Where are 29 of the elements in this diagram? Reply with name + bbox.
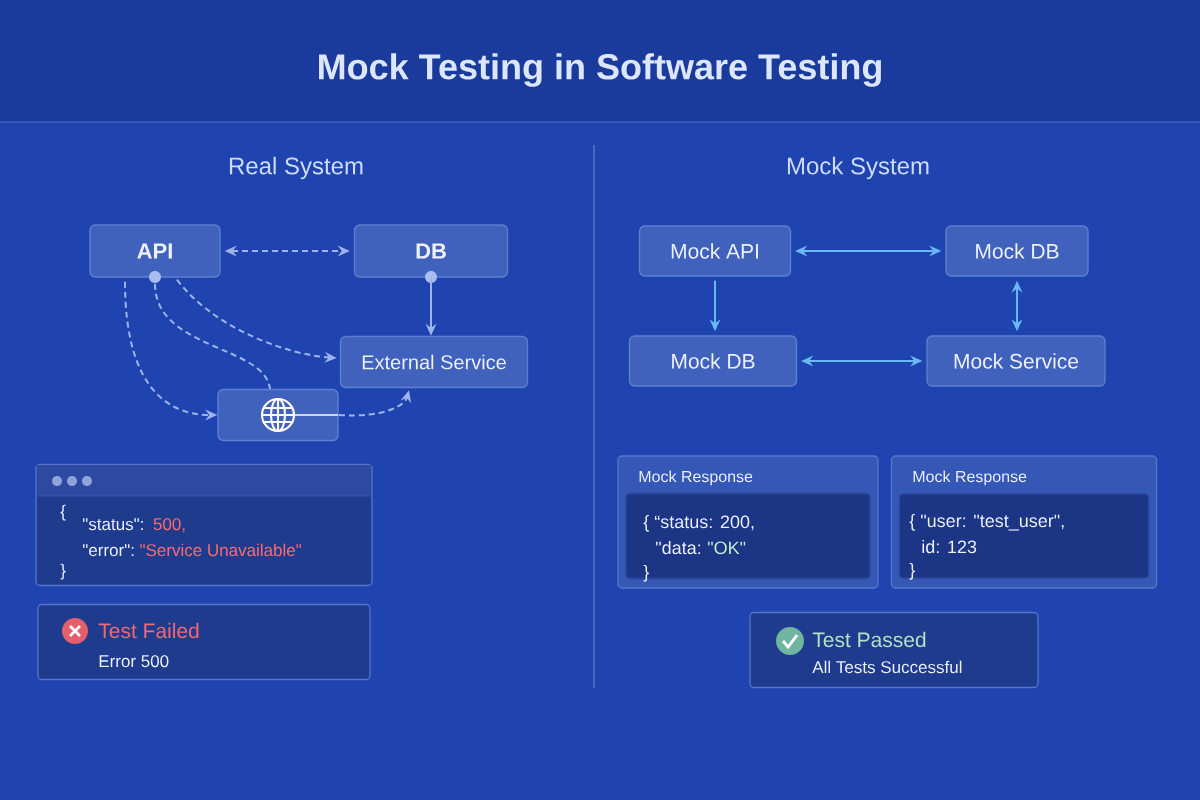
code-text: id: 123 (922, 539, 977, 554)
section-heading: Mock System (787, 156, 929, 180)
code-text: } (643, 564, 649, 582)
status-message: All Tests Successful (812, 660, 962, 674)
process-box: Mock DB (945, 225, 1089, 277)
process-box: Mock Service (926, 335, 1106, 387)
status-message: Error 500 (99, 655, 169, 668)
code-text: "data: (656, 540, 701, 555)
code-text: "status": (83, 518, 143, 531)
process-box: API (89, 224, 221, 278)
process-box: Mock DB (628, 335, 798, 387)
code-text: "Service Unavailable" (140, 543, 302, 557)
code-text: { (60, 504, 66, 521)
code-text: 500, (153, 518, 185, 533)
status-heading: Test Failed (98, 622, 199, 639)
code-text: } (60, 563, 66, 580)
code-text: } (909, 562, 915, 580)
process-box: DB (353, 224, 509, 278)
panel-heading: Mock Response (639, 470, 753, 486)
section-heading: Real System (229, 156, 363, 180)
status-heading: Test Passed (812, 631, 926, 648)
code-text: "error": (83, 544, 134, 557)
code-text: { "user: "test_user", (909, 513, 1064, 531)
code-text: "OK" (708, 541, 746, 555)
title: Mock Testing in Software Testing (319, 53, 881, 87)
panel-heading: Mock Response (913, 470, 1027, 486)
process-box: Mock API (638, 225, 792, 277)
code-text: { “status: 200, (643, 514, 754, 532)
process-box: External Service (339, 335, 529, 389)
